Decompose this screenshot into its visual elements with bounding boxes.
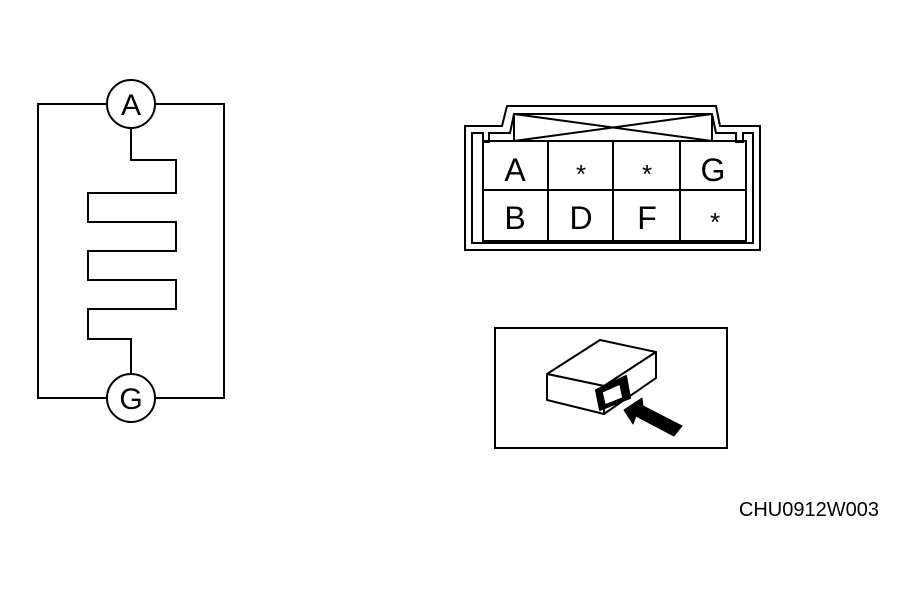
heater-schematic (37, 79, 225, 423)
pin-r1c1: A (504, 152, 526, 188)
pin-r1c3: * (642, 159, 652, 189)
pin-r2c3: F (637, 200, 657, 236)
pin-r1c4: G (701, 152, 726, 188)
terminal-g-circle (106, 373, 156, 423)
outer-wire-right (155, 103, 225, 399)
pin-r2c1: B (504, 200, 525, 236)
component-box-icon (546, 339, 657, 415)
outer-wire-left (37, 103, 107, 399)
pin-r2c4: * (710, 207, 720, 237)
locator-arrow-icon (623, 397, 683, 437)
pin-r1c2: * (576, 159, 586, 189)
box-socket-inner (601, 383, 624, 406)
terminal-a-circle (106, 79, 156, 129)
terminal-g-label: G (119, 383, 142, 416)
figure-code: CHU0912W003 (739, 499, 879, 521)
pin-r2c2: D (569, 200, 592, 236)
locator-inset (494, 327, 728, 449)
lock-tab-cross-2 (513, 113, 713, 142)
connector-housing-outer (464, 105, 761, 251)
connector-face (464, 105, 761, 251)
terminal-a-label: A (121, 89, 141, 122)
heating-element-zigzag (87, 128, 177, 374)
